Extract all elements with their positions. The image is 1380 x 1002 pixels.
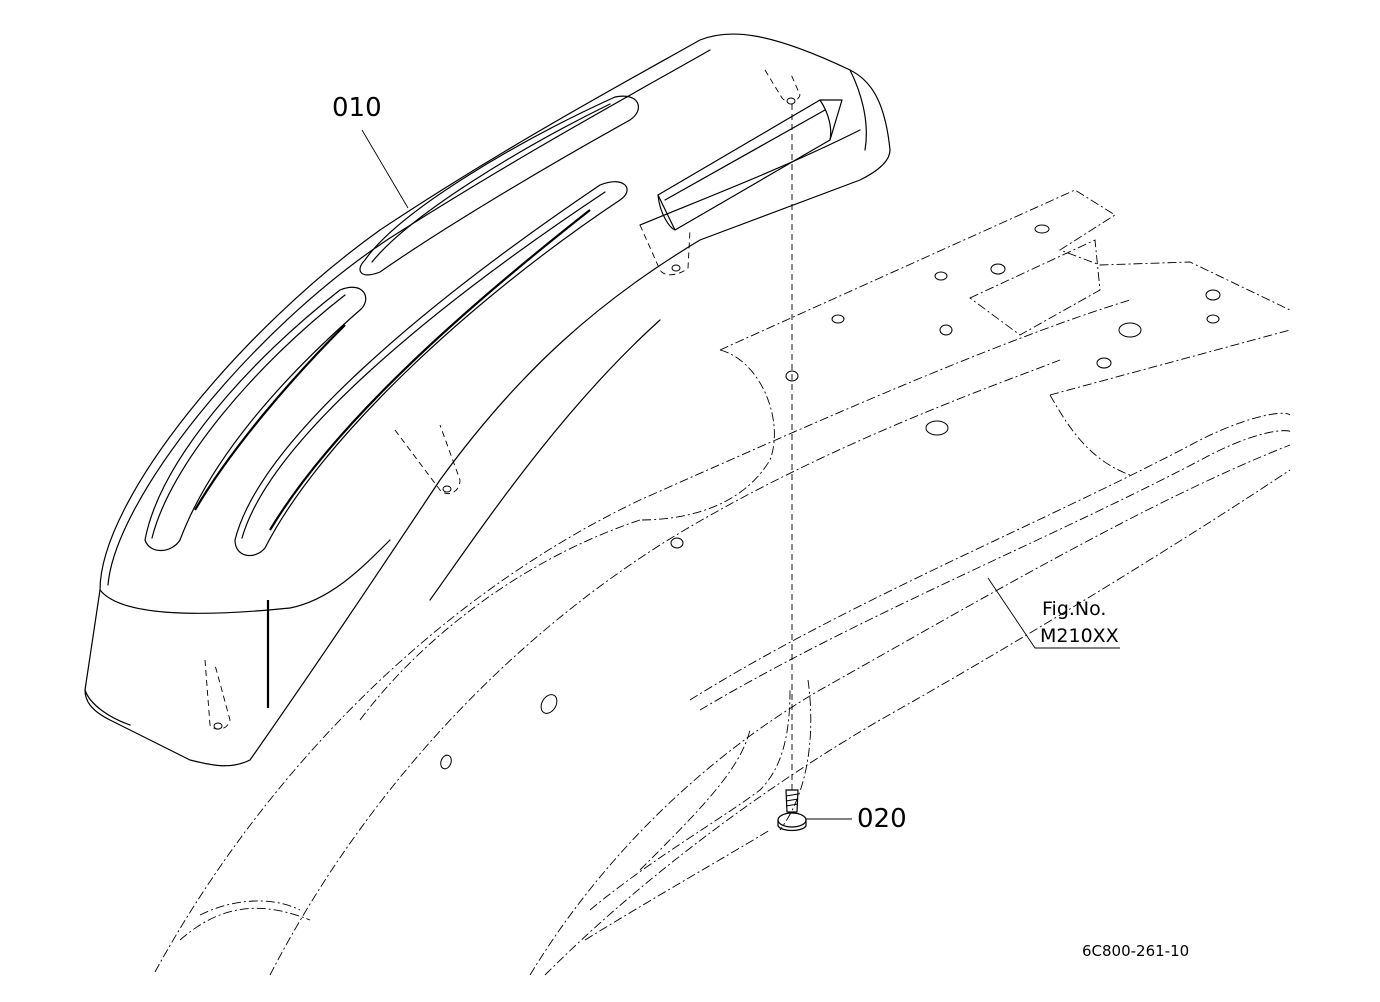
callout-010[interactable]: 010 — [332, 93, 382, 123]
drawing-number: 6C800-261-10 — [1082, 942, 1190, 960]
fender — [84, 33, 891, 767]
screw — [777, 104, 807, 832]
callout-020[interactable]: 020 — [857, 804, 907, 834]
figure-ref-number[interactable]: M210XX — [1040, 625, 1119, 647]
platform-phantom — [154, 189, 1293, 976]
figure-ref-title: Fig.No. — [1042, 598, 1107, 620]
leader-010 — [361, 129, 409, 209]
leader-figref — [987, 577, 1120, 649]
